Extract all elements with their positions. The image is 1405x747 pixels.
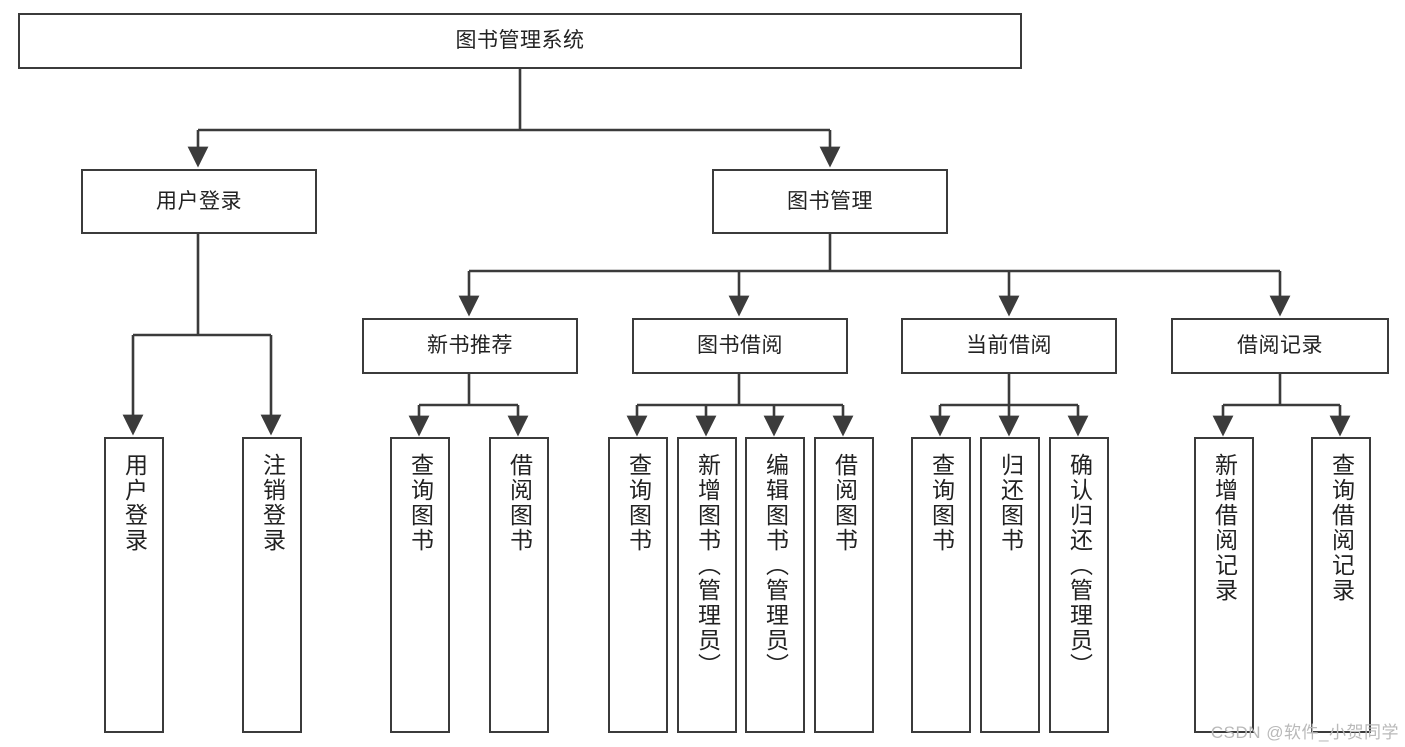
leaf-confirm-return[interactable]: 确认归还（管理员） (1049, 437, 1109, 733)
node-root-label: 图书管理系统 (455, 29, 585, 53)
node-user-login-label: 用户登录 (156, 189, 242, 213)
leaf-user-login[interactable]: 用户登录 (104, 437, 164, 733)
leaf-logout-label: 注销登录 (259, 453, 286, 553)
leaf-query-book-3-label: 查询图书 (928, 453, 955, 553)
leaf-query-record-label: 查询借阅记录 (1328, 453, 1355, 603)
node-borrow-record-label: 借阅记录 (1237, 334, 1323, 358)
leaf-add-record-label: 新增借阅记录 (1211, 453, 1238, 603)
node-book-manage-label: 图书管理 (787, 189, 873, 213)
node-current-borrow-label: 当前借阅 (966, 334, 1052, 358)
leaf-edit-book-label: 编辑图书（管理员） (762, 453, 789, 678)
node-book-borrow-label: 图书借阅 (697, 334, 783, 358)
leaf-user-login-label: 用户登录 (121, 453, 148, 553)
leaf-query-record[interactable]: 查询借阅记录 (1311, 437, 1371, 733)
node-new-book-recommend-label: 新书推荐 (427, 334, 513, 358)
leaf-add-book[interactable]: 新增图书（管理员） (677, 437, 737, 733)
node-book-borrow[interactable]: 图书借阅 (632, 318, 848, 374)
leaf-query-book-3[interactable]: 查询图书 (911, 437, 971, 733)
node-new-book-recommend[interactable]: 新书推荐 (362, 318, 578, 374)
leaf-add-book-label: 新增图书（管理员） (694, 453, 721, 678)
leaf-query-book-2-label: 查询图书 (625, 453, 652, 553)
leaf-borrow-book-2-label: 借阅图书 (831, 453, 858, 553)
node-borrow-record[interactable]: 借阅记录 (1171, 318, 1389, 374)
node-current-borrow[interactable]: 当前借阅 (901, 318, 1117, 374)
leaf-query-book-1-label: 查询图书 (407, 453, 434, 553)
leaf-add-record[interactable]: 新增借阅记录 (1194, 437, 1254, 733)
leaf-borrow-book-1[interactable]: 借阅图书 (489, 437, 549, 733)
leaf-edit-book[interactable]: 编辑图书（管理员） (745, 437, 805, 733)
node-root[interactable]: 图书管理系统 (18, 13, 1022, 69)
leaf-return-book[interactable]: 归还图书 (980, 437, 1040, 733)
leaf-query-book-1[interactable]: 查询图书 (390, 437, 450, 733)
leaf-logout[interactable]: 注销登录 (242, 437, 302, 733)
leaf-borrow-book-1-label: 借阅图书 (506, 453, 533, 553)
node-user-login[interactable]: 用户登录 (81, 169, 317, 234)
leaf-confirm-return-label: 确认归还（管理员） (1066, 453, 1093, 678)
node-book-manage[interactable]: 图书管理 (712, 169, 948, 234)
leaf-query-book-2[interactable]: 查询图书 (608, 437, 668, 733)
leaf-return-book-label: 归还图书 (997, 453, 1024, 553)
watermark: CSDN @软件_小贺同学 (1210, 723, 1399, 742)
leaf-borrow-book-2[interactable]: 借阅图书 (814, 437, 874, 733)
